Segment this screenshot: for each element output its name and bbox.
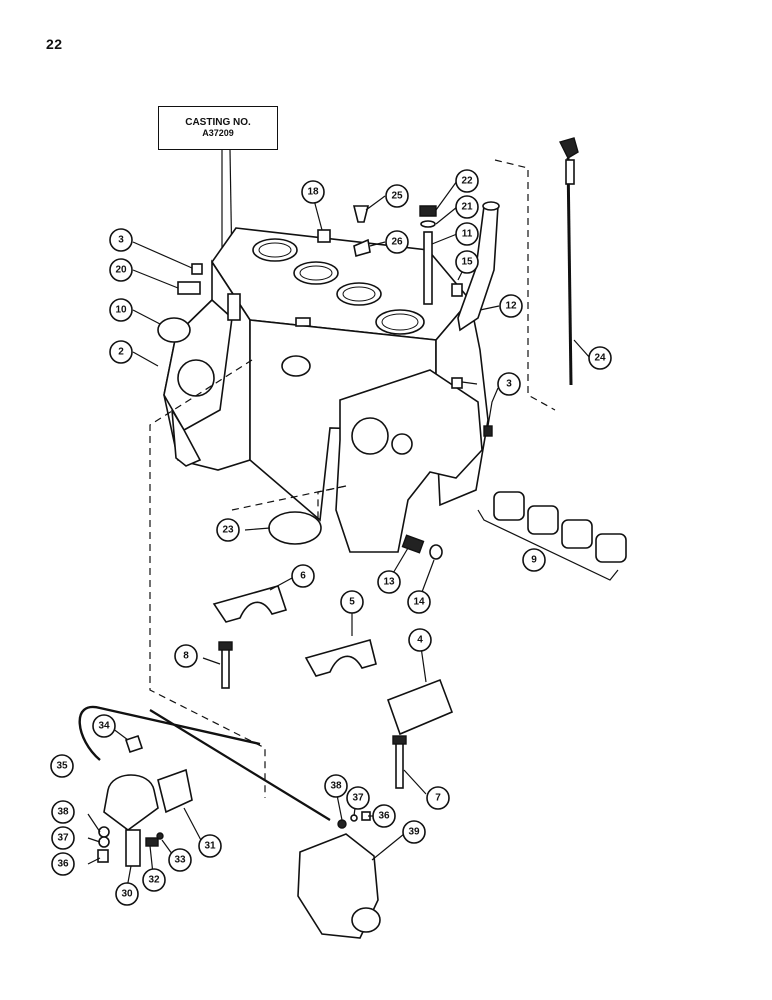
plug-and-washer [401, 534, 443, 560]
svg-text:2: 2 [118, 347, 124, 358]
page-number: 22 [46, 36, 63, 52]
callout-38: 38 [324, 774, 348, 798]
svg-text:21: 21 [461, 202, 473, 213]
callout-37: 37 [346, 786, 370, 810]
callout-5: 5 [340, 590, 364, 614]
svg-text:31: 31 [204, 841, 216, 852]
svg-text:12: 12 [505, 301, 517, 312]
svg-text:13: 13 [383, 577, 395, 588]
callout-13: 13 [377, 570, 401, 594]
svg-text:32: 32 [148, 875, 160, 886]
svg-text:5: 5 [349, 597, 355, 608]
casting-label-title: CASTING NO. [185, 117, 251, 128]
casting-number-label: CASTING NO. A37209 [158, 106, 278, 150]
svg-text:11: 11 [462, 229, 473, 240]
callout-36: 36 [51, 852, 75, 876]
svg-text:6: 6 [300, 571, 306, 582]
svg-text:10: 10 [115, 305, 127, 316]
svg-text:3: 3 [118, 235, 124, 246]
callout-9: 9 [522, 548, 546, 572]
callout-31: 31 [198, 834, 222, 858]
svg-text:22: 22 [461, 176, 473, 187]
callout-23: 23 [216, 518, 240, 542]
svg-text:26: 26 [391, 237, 403, 248]
svg-text:24: 24 [594, 353, 606, 364]
svg-text:4: 4 [417, 635, 423, 646]
callout-36: 36 [372, 804, 396, 828]
dipstick [558, 137, 579, 386]
svg-text:18: 18 [307, 187, 319, 198]
svg-text:35: 35 [56, 761, 68, 772]
callout-33: 33 [168, 848, 192, 872]
callout-4: 4 [408, 628, 432, 652]
cylinder-block [163, 227, 489, 553]
callout-3: 3 [109, 228, 133, 252]
svg-text:38: 38 [330, 781, 342, 792]
dipstick-tube [457, 201, 500, 332]
callout-24: 24 [588, 346, 612, 370]
svg-text:39: 39 [408, 827, 420, 838]
svg-text:14: 14 [413, 597, 425, 608]
bearing-caps [212, 585, 454, 789]
svg-text:34: 34 [98, 721, 110, 732]
callout-6: 6 [291, 564, 315, 588]
svg-text:15: 15 [461, 257, 473, 268]
svg-text:37: 37 [352, 793, 364, 804]
cam-bearings [477, 491, 627, 581]
callout-20: 20 [109, 258, 133, 282]
stud-and-nut [419, 205, 437, 305]
callout-12: 12 [499, 294, 523, 318]
svg-text:20: 20 [115, 265, 127, 276]
callout-10: 10 [109, 298, 133, 322]
callout-39: 39 [402, 820, 426, 844]
svg-text:37: 37 [57, 833, 69, 844]
svg-text:36: 36 [378, 811, 390, 822]
svg-text:23: 23 [222, 525, 234, 536]
callout-18: 18 [301, 180, 325, 204]
svg-text:30: 30 [121, 889, 133, 900]
svg-text:3: 3 [506, 379, 512, 390]
callout-2: 2 [109, 340, 133, 364]
svg-text:33: 33 [174, 855, 186, 866]
callout-25: 25 [385, 184, 409, 208]
carburetor [297, 811, 381, 939]
callout-30: 30 [115, 882, 139, 906]
callout-14: 14 [407, 590, 431, 614]
callout-34: 34 [92, 714, 116, 738]
svg-text:36: 36 [57, 859, 69, 870]
callout-38: 38 [51, 800, 75, 824]
svg-text:8: 8 [183, 651, 189, 662]
callout-26: 26 [385, 230, 409, 254]
callout-7: 7 [426, 786, 450, 810]
svg-text:38: 38 [57, 807, 69, 818]
callout-32: 32 [142, 868, 166, 892]
callout-21: 21 [455, 195, 479, 219]
callout-3: 3 [497, 372, 521, 396]
callout-8: 8 [174, 644, 198, 668]
callout-37: 37 [51, 826, 75, 850]
callout-15: 15 [455, 250, 479, 274]
callout-22: 22 [455, 169, 479, 193]
svg-text:9: 9 [531, 555, 537, 566]
casting-label-number: A37209 [202, 128, 234, 138]
svg-text:7: 7 [435, 793, 441, 804]
small-parts [157, 205, 493, 545]
callout-11: 11 [455, 222, 479, 246]
guide-lines [149, 159, 556, 798]
callout-35: 35 [50, 754, 74, 778]
fuel-pump-assembly [78, 705, 331, 867]
svg-text:25: 25 [391, 191, 403, 202]
